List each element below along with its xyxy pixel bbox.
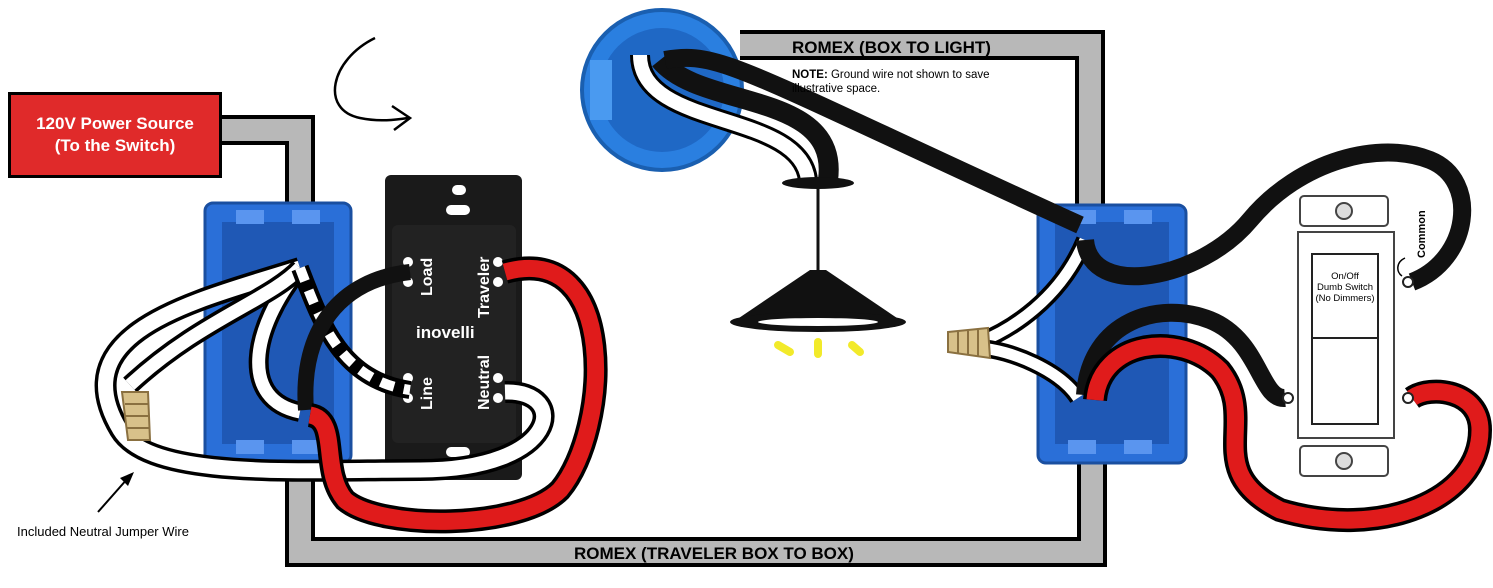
romex-top-cable [740, 30, 1105, 210]
romex-bottom-cable [285, 460, 1107, 567]
common-label: Common [1416, 210, 1428, 258]
light-fixture [730, 177, 906, 332]
curved-arrow-icon [333, 36, 413, 131]
power-source-line2: (To the Switch) [54, 136, 176, 155]
dumb-switch-label-2: Dumb Switch [1317, 282, 1373, 293]
romex-bottom-label: ROMEX (TRAVELER BOX TO BOX) [574, 544, 854, 563]
dumb-switch [1282, 195, 1414, 477]
light-wires [630, 48, 1084, 234]
note-text-line1: NOTE: Ground wire not shown to save [792, 69, 990, 81]
power-source-line1: 120V Power Source [36, 114, 194, 133]
right-wire-nut [947, 326, 992, 360]
note-bold: NOTE: [792, 69, 828, 81]
inovelli-smart-switch [385, 175, 522, 480]
note-line1: Ground wire not shown to save [828, 69, 990, 81]
terminal-line-label: Line [419, 377, 436, 410]
terminal-neutral-label: Neutral [476, 355, 493, 410]
left-wire-nut [120, 391, 152, 441]
dumb-switch-label-1: On/Off [1331, 271, 1359, 282]
common-arrow [1397, 257, 1406, 277]
note-text-line2: illustrative space. [792, 83, 880, 95]
brand-label: inovelli [416, 323, 475, 342]
jumper-arrow [97, 472, 134, 513]
romex-power-cable [220, 115, 315, 210]
light-glow [774, 338, 864, 358]
terminal-load-label: Load [419, 258, 436, 296]
power-source-box: 120V Power Source (To the Switch) [8, 92, 222, 178]
left-box-wires [94, 256, 608, 534]
romex-top-label: ROMEX (BOX TO LIGHT) [792, 38, 991, 57]
jumper-label: Included Neutral Jumper Wire [17, 524, 189, 539]
terminal-traveler-label: Traveler [476, 257, 493, 318]
dumb-switch-label-3: (No Dimmers) [1315, 293, 1374, 304]
